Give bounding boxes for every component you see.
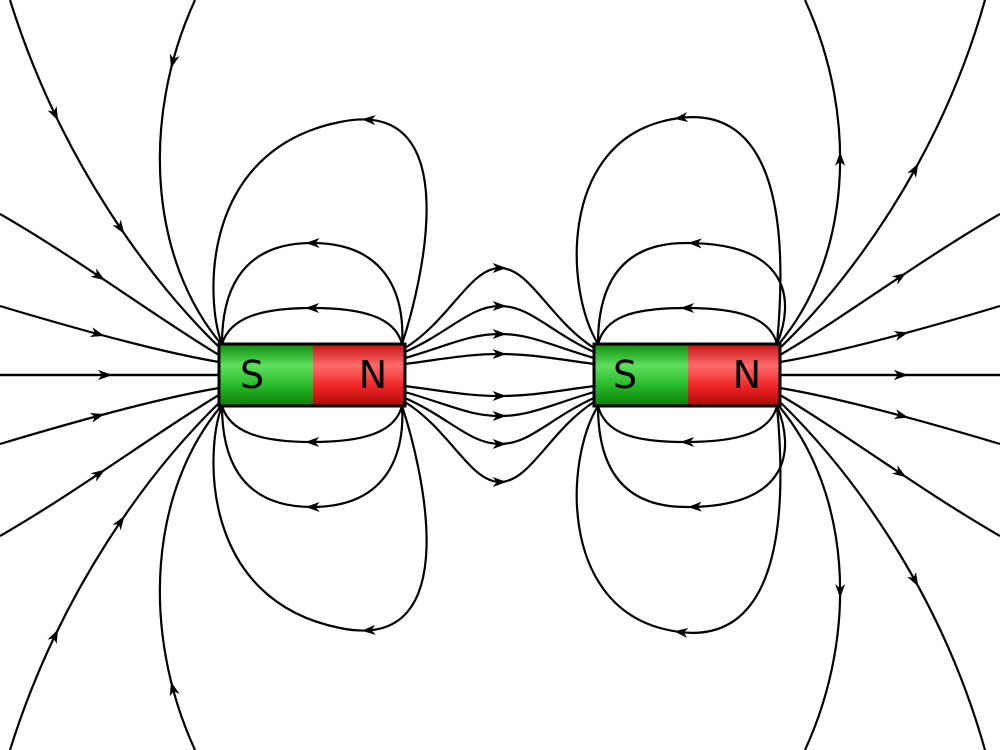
field-line — [596, 405, 787, 509]
field-direction-arrow — [835, 151, 846, 166]
field-direction-arrow — [907, 163, 919, 179]
field-direction-arrow — [492, 262, 507, 273]
field-direction-arrow — [305, 238, 320, 249]
right-magnet-south-label: S — [613, 353, 637, 397]
field-direction-arrow — [835, 584, 846, 599]
left-magnet-south-label: S — [240, 353, 264, 397]
field-line — [779, 213, 1000, 356]
field-direction-arrow — [361, 115, 376, 126]
field-line — [779, 0, 987, 349]
field-line — [220, 405, 404, 509]
field-line — [777, 0, 842, 346]
field-line — [212, 405, 428, 632]
field-line — [220, 405, 404, 444]
field-direction-arrow — [492, 390, 507, 401]
right-magnet-north-pole — [688, 344, 780, 406]
field-direction-arrow — [673, 112, 689, 123]
left-magnet-north-label: N — [359, 353, 387, 397]
field-direction-arrow — [492, 410, 507, 421]
field-line — [777, 404, 842, 750]
field-line — [220, 306, 404, 345]
field-direction-arrow — [90, 469, 106, 482]
field-line — [596, 241, 787, 345]
field-line — [220, 241, 404, 345]
field-line — [575, 116, 782, 345]
field-direction-arrow — [673, 627, 689, 638]
field-direction-arrow — [169, 681, 180, 697]
field-line — [8, 401, 221, 750]
left-magnet-south-pole — [219, 344, 313, 406]
field-direction-arrow — [90, 268, 106, 281]
field-direction-arrow — [687, 501, 702, 512]
field-line — [212, 118, 428, 345]
field-direction-arrow — [891, 272, 907, 285]
field-direction-arrow — [492, 439, 507, 450]
right-magnet-outline — [592, 342, 782, 408]
left-magnet: S N — [217, 342, 407, 408]
left-magnet-outline — [217, 342, 407, 408]
field-direction-arrow — [305, 437, 320, 448]
field-line — [779, 304, 1000, 364]
field-direction-arrow — [492, 349, 507, 360]
right-magnet: S N — [592, 342, 782, 408]
field-direction-arrow — [89, 412, 105, 423]
field-direction-arrow — [492, 329, 507, 340]
field-line — [596, 405, 779, 444]
field-line — [158, 404, 223, 750]
field-direction-arrow — [169, 53, 180, 69]
field-line — [0, 213, 220, 356]
field-line — [404, 304, 595, 354]
left-magnet-north-pole — [313, 344, 405, 406]
field-line — [0, 394, 220, 537]
field-direction-arrow — [361, 624, 376, 635]
right-magnet-south-pole — [594, 344, 688, 406]
field-line — [8, 0, 221, 349]
field-line — [0, 304, 220, 364]
field-line — [779, 401, 987, 750]
field-line — [596, 306, 779, 345]
field-line — [575, 405, 782, 634]
field-direction-arrow — [891, 465, 907, 478]
field-line — [158, 0, 223, 346]
field-direction-arrow — [112, 219, 125, 234]
right-magnet-north-label: N — [733, 353, 761, 397]
field-line — [0, 386, 220, 446]
field-direction-arrow — [680, 303, 695, 314]
field-line — [779, 386, 1000, 446]
field-direction-arrow — [98, 370, 113, 380]
field-line — [404, 396, 595, 446]
field-direction-arrow — [89, 327, 105, 338]
field-direction-arrow — [894, 370, 908, 380]
field-direction-arrow — [47, 105, 59, 121]
field-direction-arrow — [893, 331, 909, 341]
field-direction-arrow — [305, 501, 320, 512]
field-direction-arrow — [907, 571, 919, 587]
field-direction-arrow — [492, 300, 507, 311]
field-line — [779, 394, 1000, 537]
field-direction-arrow — [47, 629, 59, 645]
field-direction-arrow — [492, 477, 507, 488]
field-direction-arrow — [680, 436, 695, 447]
field-direction-arrow — [687, 238, 702, 249]
field-direction-arrow — [305, 302, 320, 313]
field-direction-arrow — [112, 516, 125, 531]
field-direction-arrow — [893, 409, 909, 419]
